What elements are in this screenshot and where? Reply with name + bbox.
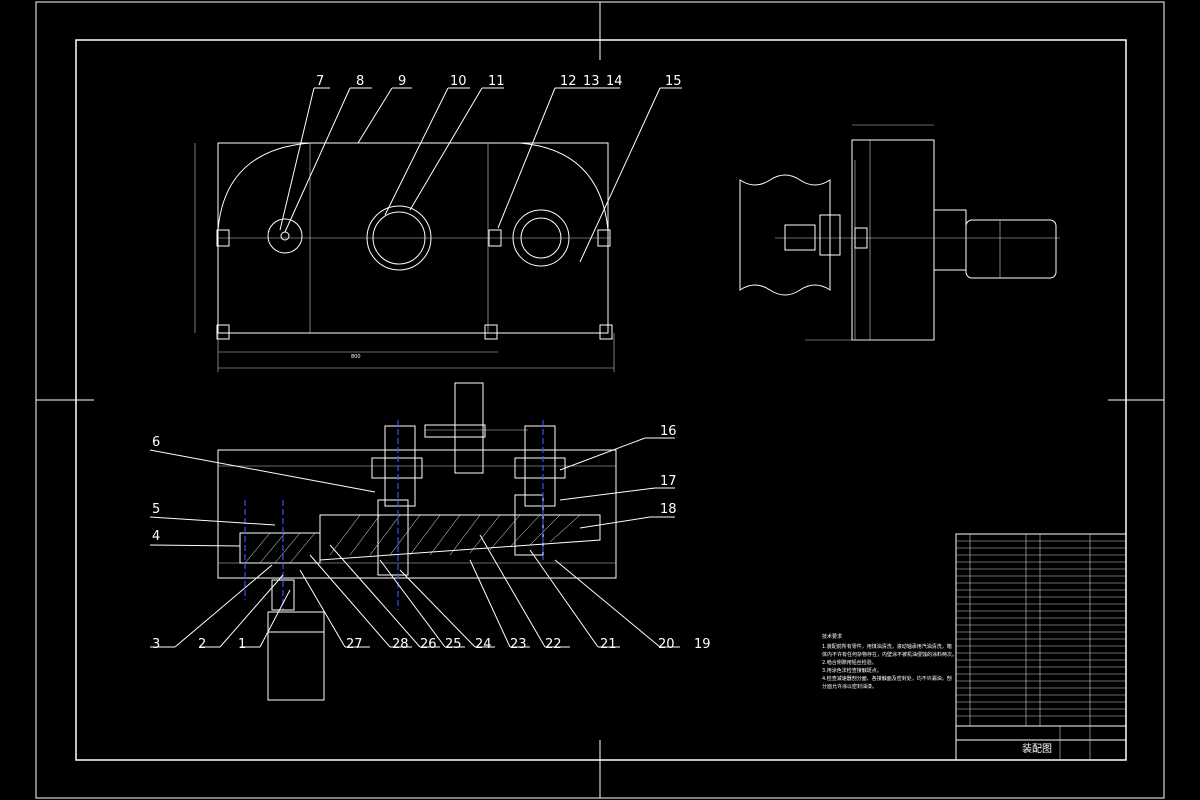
drawing-frame: [75, 39, 1127, 761]
notes-line-3: 2.啮合侧隙用铅丝检验。: [822, 659, 877, 666]
callout-11: 11: [488, 74, 505, 89]
callout-6: 6: [152, 435, 160, 450]
callout-12: 12: [560, 74, 577, 89]
parts-list: [955, 533, 1127, 761]
callout-15: 15: [665, 74, 682, 89]
leader-lines: [149, 87, 682, 648]
title-block-name: 装配图: [1022, 742, 1052, 755]
callout-4: 4: [152, 529, 160, 544]
callout-8: 8: [356, 74, 364, 89]
callout-25: 25: [445, 637, 462, 652]
plan-view: [217, 382, 617, 701]
callout-26: 26: [420, 637, 437, 652]
notes-line-6: 分面允许涂以密封油漆。: [822, 683, 877, 690]
notes-title: 技术要求: [822, 633, 842, 640]
notes-line-4: 3.用涂色法检查接触斑点。: [822, 667, 882, 674]
notes-line-1: 1.装配前所有零件，用煤油清洗，滚动轴承用汽油清洗，箱: [822, 643, 952, 650]
callout-5: 5: [152, 502, 160, 517]
centering-marks: [36, 2, 1164, 798]
callout-19: 19: [694, 637, 711, 652]
callout-1: 1: [238, 637, 246, 652]
callout-23: 23: [510, 637, 527, 652]
callout-3: 3: [152, 637, 160, 652]
outer-sheet-border: [35, 1, 1165, 799]
callout-21: 21: [600, 637, 617, 652]
dim-small-label: 800: [351, 354, 361, 360]
callout-18: 18: [660, 502, 677, 517]
technical-notes: 技术要求 1.装配前所有零件，用煤油清洗，滚动轴承用汽油清洗，箱 体内不许有任何…: [822, 633, 957, 690]
callout-17: 17: [660, 474, 677, 489]
callout-9: 9: [398, 74, 406, 89]
side-view: [739, 124, 1060, 341]
callout-7: 7: [316, 74, 324, 89]
callout-28: 28: [392, 637, 409, 652]
notes-line-5: 4.检查减速器剖分面、各接触面及密封处，均不许漏油，剖: [822, 675, 952, 682]
callout-16: 16: [660, 424, 677, 439]
callout-10: 10: [450, 74, 467, 89]
callout-14: 14: [606, 74, 623, 89]
notes-line-2: 体内不许有任何杂物存在，内壁涂不被机油侵蚀的涂料两次。: [822, 651, 957, 658]
callout-2: 2: [198, 637, 206, 652]
motor-body: [267, 611, 325, 701]
callout-22: 22: [545, 637, 562, 652]
callout-24: 24: [475, 637, 492, 652]
callout-20: 20: [658, 637, 675, 652]
callout-13: 13: [583, 74, 600, 89]
callout-27: 27: [346, 637, 363, 652]
front-view: [194, 142, 615, 372]
